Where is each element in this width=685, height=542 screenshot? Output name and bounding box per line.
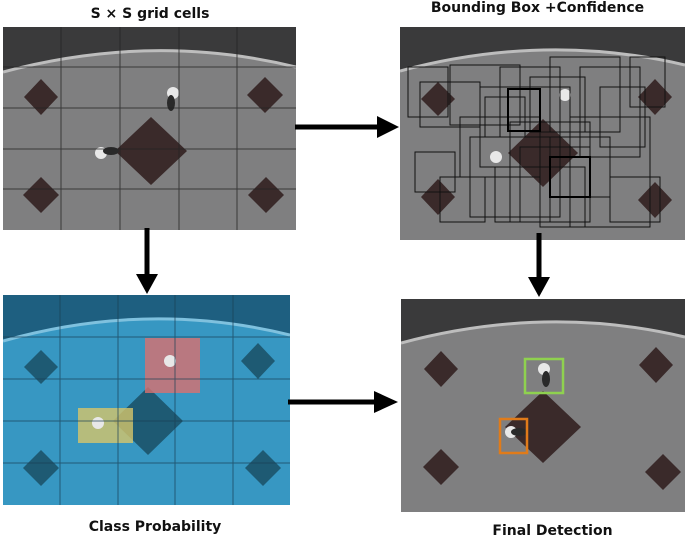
grid-cells-image (3, 27, 296, 230)
grid-cells-panel (3, 27, 296, 230)
arrow-down-right (528, 233, 550, 297)
bbox-confidence-panel (400, 27, 685, 240)
arrow-right-top (295, 116, 399, 138)
detection-box-person-1 (523, 357, 565, 395)
final-detection-panel (401, 299, 685, 512)
arrow-right-bottom (288, 391, 398, 413)
bbox-confidence-image (400, 27, 685, 240)
arrow-down-left (136, 228, 158, 294)
bbox-confidence-title: Bounding Box +Confidence (430, 0, 645, 16)
grid-cells-title: S × S grid cells (90, 6, 210, 22)
final-detection-title: Final Detection (492, 523, 613, 539)
class-probability-image (3, 295, 290, 505)
detection-box-person-2 (498, 417, 529, 455)
class-probability-panel (3, 295, 290, 505)
final-detection-image (401, 299, 685, 512)
class-probability-title: Class Probability (88, 519, 222, 535)
